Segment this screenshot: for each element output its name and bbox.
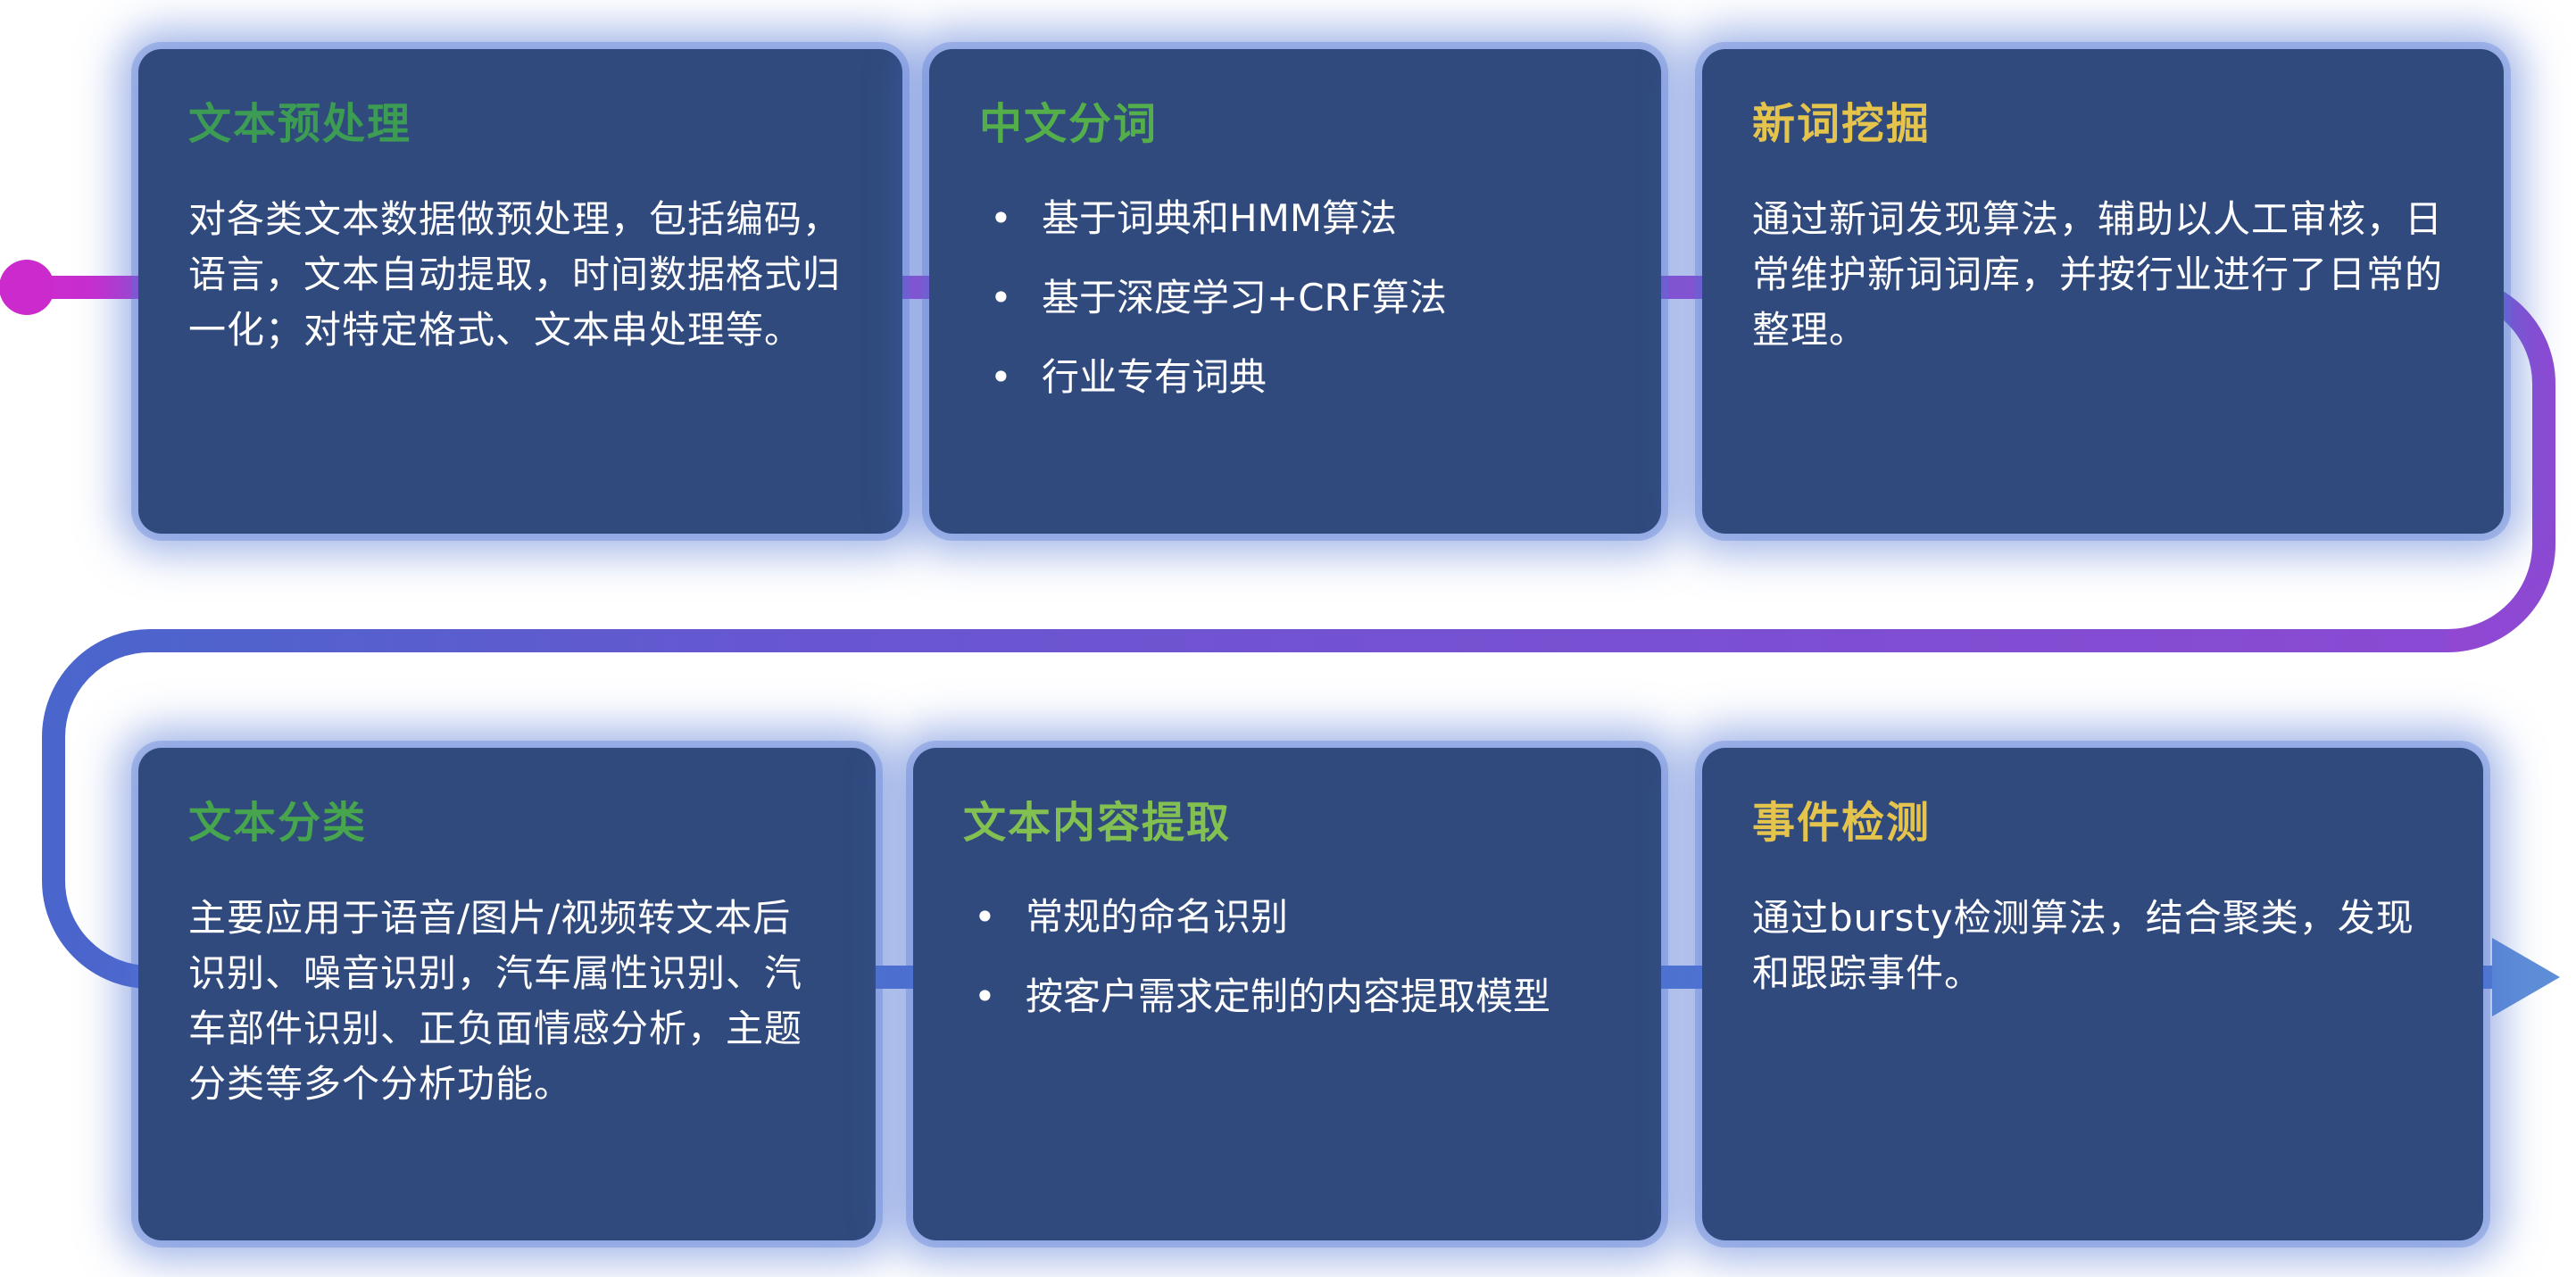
card-title: 中文分词 [979,99,1159,149]
bullet-item: 按客户需求定制的内容提取模型 [963,970,1611,1024]
card-text-classification: 文本分类 主要应用于语音/图片/视频转文本后识别、噪音识别，汽车属性识别、汽车部… [138,748,876,1240]
card-chinese-word-segmentation: 中文分词 基于词典和HMM算法基于深度学习+CRF算法行业专有词典 [929,49,1661,534]
flow-start-dot [0,260,54,315]
card-text-preprocessing: 文本预处理 对各类文本数据做预处理，包括编码，语言，文本自动提取，时间数据格式归… [138,49,902,534]
card-bullet-list: 基于词典和HMM算法基于深度学习+CRF算法行业专有词典 [979,192,1611,405]
card-bullet-list: 常规的命名识别按客户需求定制的内容提取模型 [963,891,1611,1024]
card-title: 文本分类 [188,798,368,848]
card-title: 文本内容提取 [963,798,1232,848]
bullet-item: 基于词典和HMM算法 [979,192,1611,246]
bullet-item: 行业专有词典 [979,351,1611,405]
flow-arrow-icon [2492,938,2560,1016]
card-text-content-extraction: 文本内容提取 常规的命名识别按客户需求定制的内容提取模型 [913,748,1661,1240]
card-body-text: 通过新词发现算法，辅助以人工审核，日常维护新词词库，并按行业进行了日常的整理。 [1752,197,2444,352]
card-new-word-mining: 新词挖掘 通过新词发现算法，辅助以人工审核，日常维护新词词库，并按行业进行了日常… [1702,49,2504,534]
flow-line-middle [42,629,2447,989]
card-title: 文本预处理 [188,99,412,149]
card-title: 事件检测 [1752,798,1932,848]
bullet-item: 基于深度学习+CRF算法 [979,271,1611,326]
card-body-text: 对各类文本数据做预处理，包括编码，语言，文本自动提取，时间数据格式归一化；对特定… [188,197,842,352]
card-body-text: 通过bursty检测算法，结合聚类，发现和跟踪事件。 [1752,896,2414,996]
card-title: 新词挖掘 [1752,99,1932,149]
card-event-detection: 事件检测 通过bursty检测算法，结合聚类，发现和跟踪事件。 [1702,748,2483,1240]
card-body-text: 主要应用于语音/图片/视频转文本后识别、噪音识别，汽车属性识别、汽车部件识别、正… [188,896,803,1107]
bullet-item: 常规的命名识别 [963,891,1611,945]
